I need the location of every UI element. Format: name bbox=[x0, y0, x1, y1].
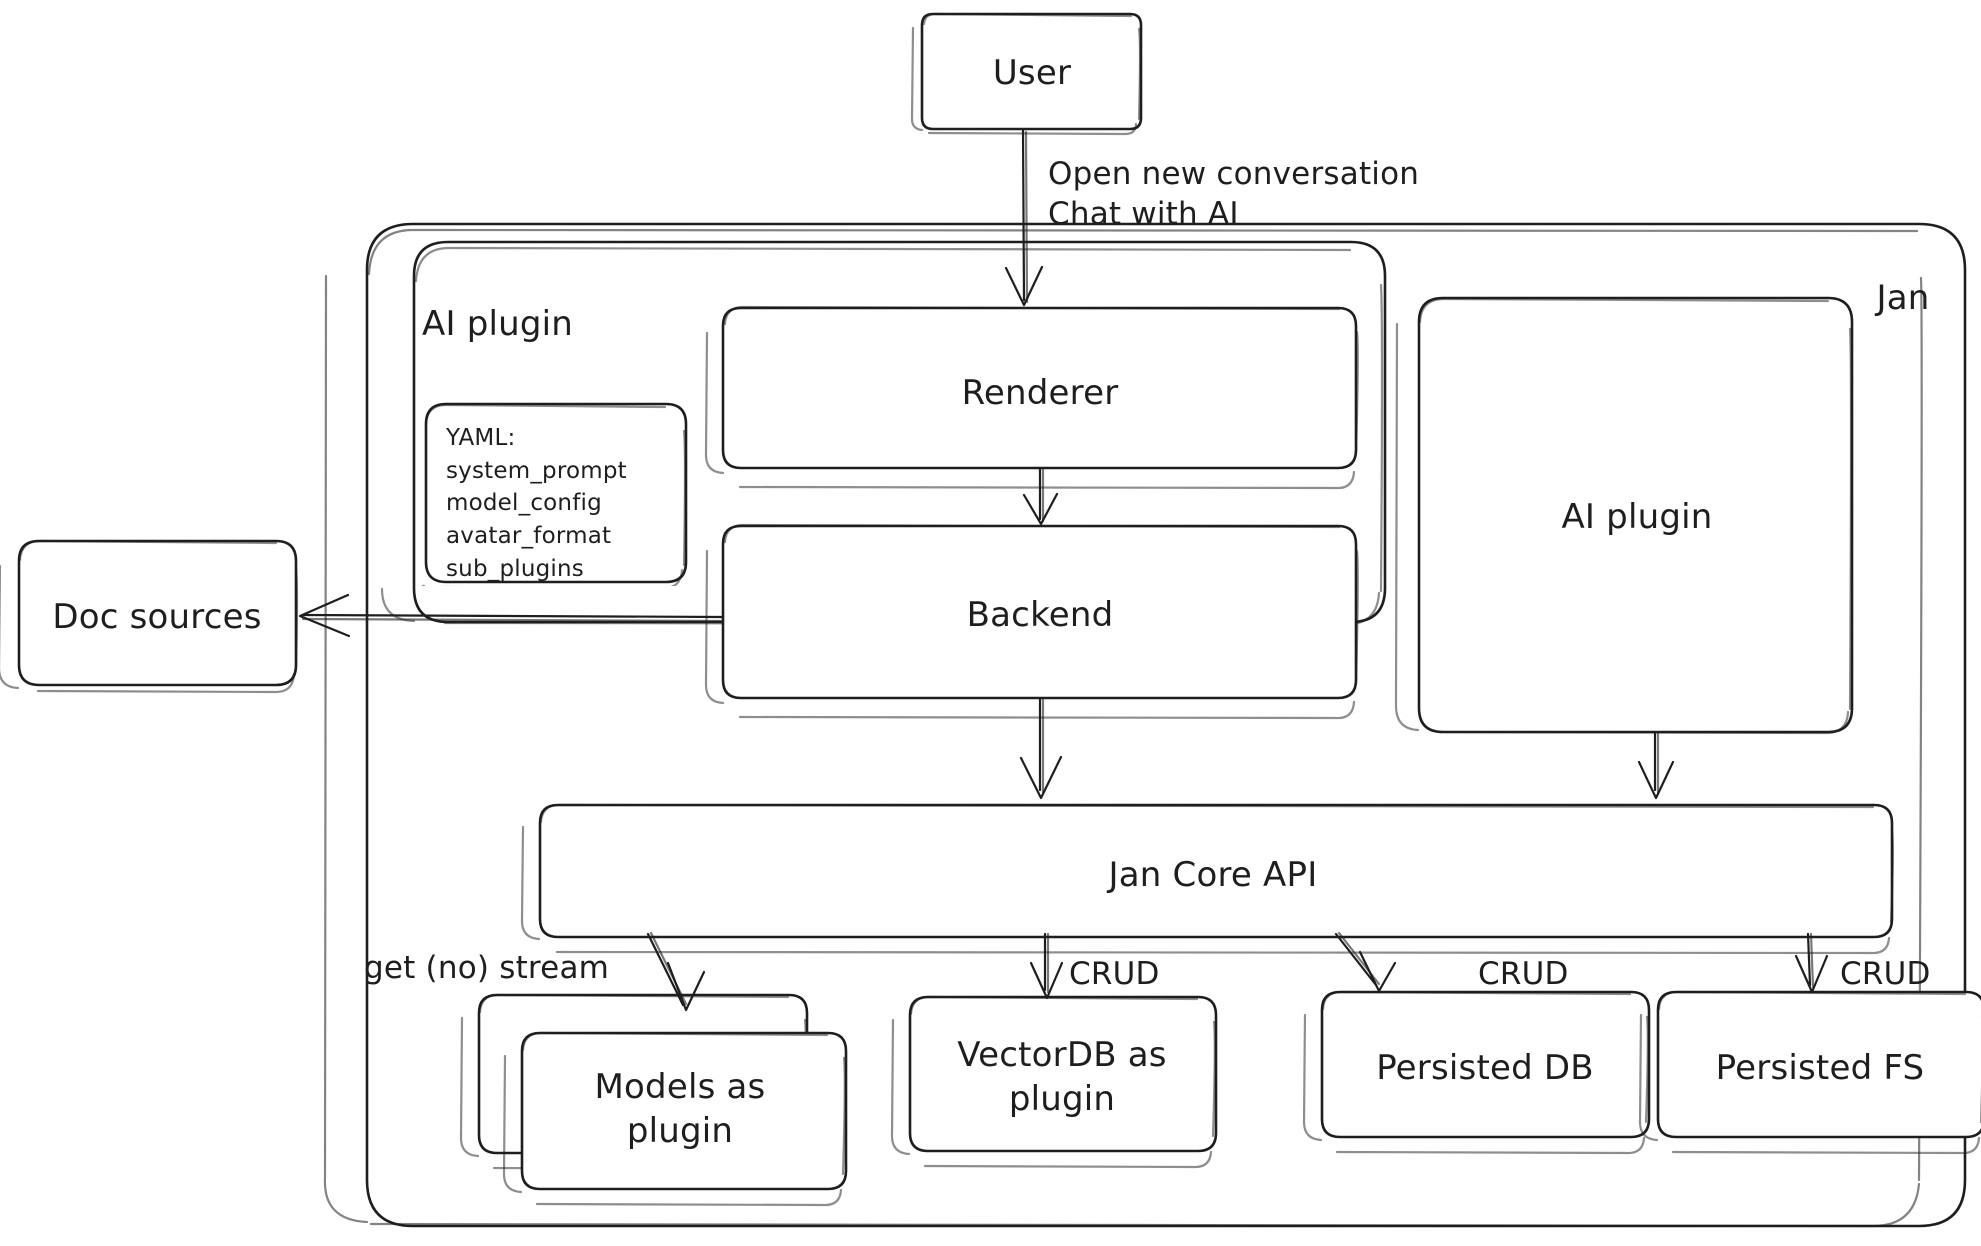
edge-label-core-to-models: get (no) stream bbox=[364, 950, 610, 986]
renderer-box-shape bbox=[704, 305, 1359, 490]
edge-core-to-vectordb bbox=[1029, 932, 1064, 1000]
jan-core-api-label: Jan Core API bbox=[1108, 855, 1318, 895]
ai-plugin-box-label: AI plugin bbox=[1561, 497, 1713, 537]
ai-plugin-group-label: AI plugin bbox=[422, 304, 574, 344]
edge-core-to-models bbox=[646, 931, 706, 1012]
edge-core-to-persisted-fs bbox=[1794, 932, 1829, 994]
models-plugin-label: Models as plugin bbox=[594, 1067, 766, 1151]
edge-label-user-to-renderer: Open new conversation Chat with AI bbox=[1048, 156, 1420, 232]
backend-box-shape bbox=[704, 523, 1359, 720]
persisted-fs-box-shape bbox=[1638, 990, 1981, 1155]
persisted-db-label: Persisted DB bbox=[1376, 1048, 1594, 1088]
edge-core-to-persisted-db bbox=[1334, 931, 1397, 993]
renderer-node-label: Renderer bbox=[961, 373, 1119, 413]
vectordb-plugin-label: VectorDB as plugin bbox=[957, 1035, 1167, 1119]
edge-backend-to-core bbox=[1019, 697, 1063, 800]
yaml-note-box-shape bbox=[422, 402, 688, 586]
yaml-note-label: YAML: system_prompt model_config avatar_… bbox=[446, 425, 627, 582]
models-plugin-front-box-shape bbox=[502, 1031, 848, 1207]
edge-backend-to-doc-sources bbox=[298, 593, 724, 638]
persisted-fs-label: Persisted FS bbox=[1715, 1048, 1925, 1088]
vectordb-plugin-box-shape bbox=[890, 995, 1218, 1169]
backend-node-label: Backend bbox=[966, 595, 1114, 635]
edge-renderer-to-backend bbox=[1022, 467, 1059, 526]
edge-ai-plugin-to-core bbox=[1637, 731, 1675, 800]
jan-core-api-shape bbox=[520, 803, 1894, 955]
edge-label-core-to-persisted-db: CRUD bbox=[1478, 956, 1569, 992]
doc-sources-node-label: Doc sources bbox=[52, 597, 262, 637]
ai-plugin-box-shape bbox=[1394, 296, 1854, 735]
doc-sources-box-shape bbox=[0, 539, 299, 694]
edge-user-to-renderer bbox=[1004, 128, 1044, 307]
persisted-db-box-shape bbox=[1302, 990, 1651, 1155]
yaml-note-box: YAML: system_prompt model_config avatar_… bbox=[422, 400, 690, 586]
jan-container-label: Jan bbox=[1876, 278, 1930, 318]
edge-label-core-to-persisted-fs: CRUD bbox=[1840, 956, 1931, 992]
user-node-label: User bbox=[992, 53, 1072, 93]
user-box-shape bbox=[910, 12, 1143, 136]
edge-label-core-to-vectordb: CRUD bbox=[1069, 956, 1160, 992]
